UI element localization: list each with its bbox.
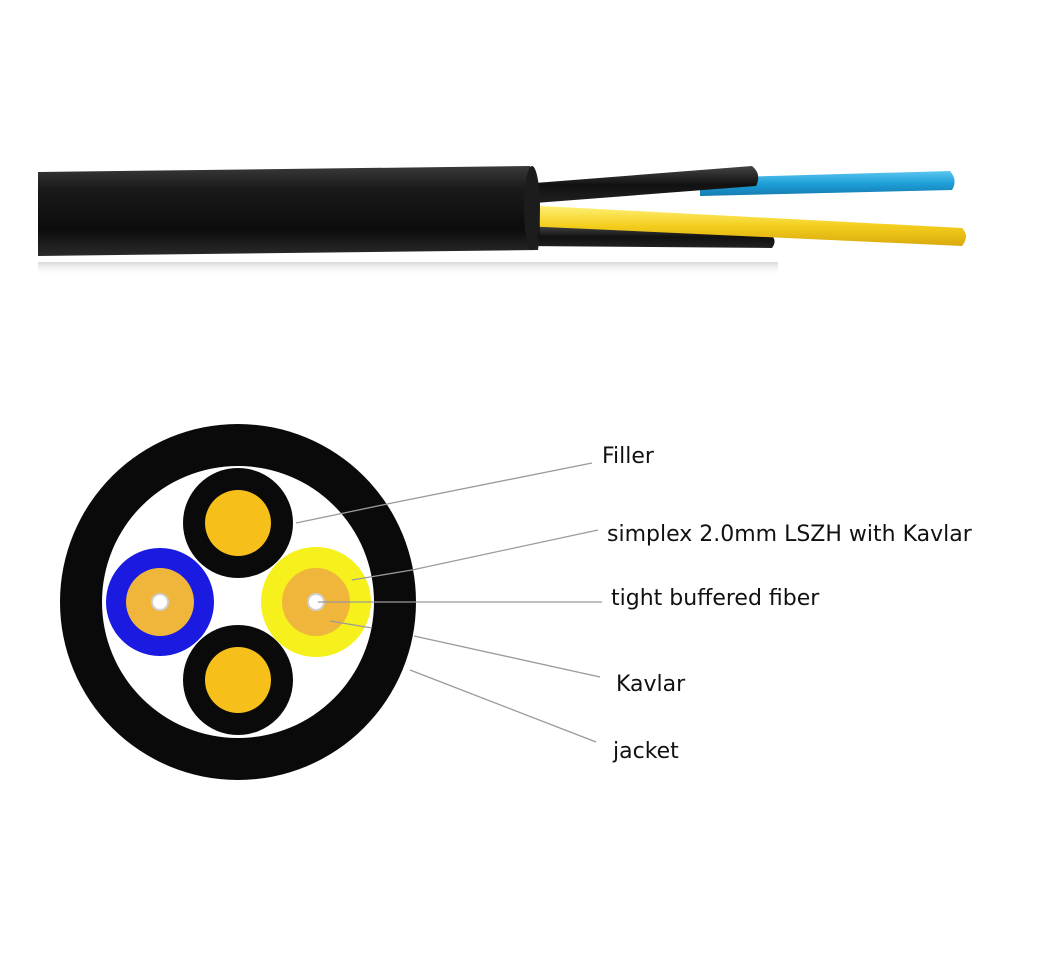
leader-line-kavlar-link [329,620,373,629]
leader-line-simplex [411,529,599,571]
label-filler: Filler [602,444,655,469]
fiber-core-blue [151,593,169,611]
leader-line-filler [391,462,593,504]
leader-line-jacket [409,669,597,743]
blue-wire [700,171,955,196]
black-wire-lower [520,226,775,248]
cable-photo [38,166,966,276]
label-simplex: simplex 2.0mm LSZH with Kavlar [607,522,973,547]
black-wire-upper [522,166,759,204]
leader-line-kavlar [413,635,601,678]
label-jacket: jacket [612,739,679,764]
leader-line-filler-link [295,502,393,524]
label-tight-buffered: tight buffered fiber [611,586,820,611]
jacket-cut-end [524,166,540,250]
leader-lines [295,462,602,743]
cable-shadow [38,262,778,276]
cable-jacket [38,166,540,256]
filler-area [102,466,374,738]
leader-line-simplex-link [351,569,413,581]
filler-top-core [205,490,271,556]
filler-bottom-core [205,647,271,713]
yellow-wire [522,205,966,246]
cable-cross-section [60,424,416,780]
label-kavlar: Kavlar [616,672,686,697]
